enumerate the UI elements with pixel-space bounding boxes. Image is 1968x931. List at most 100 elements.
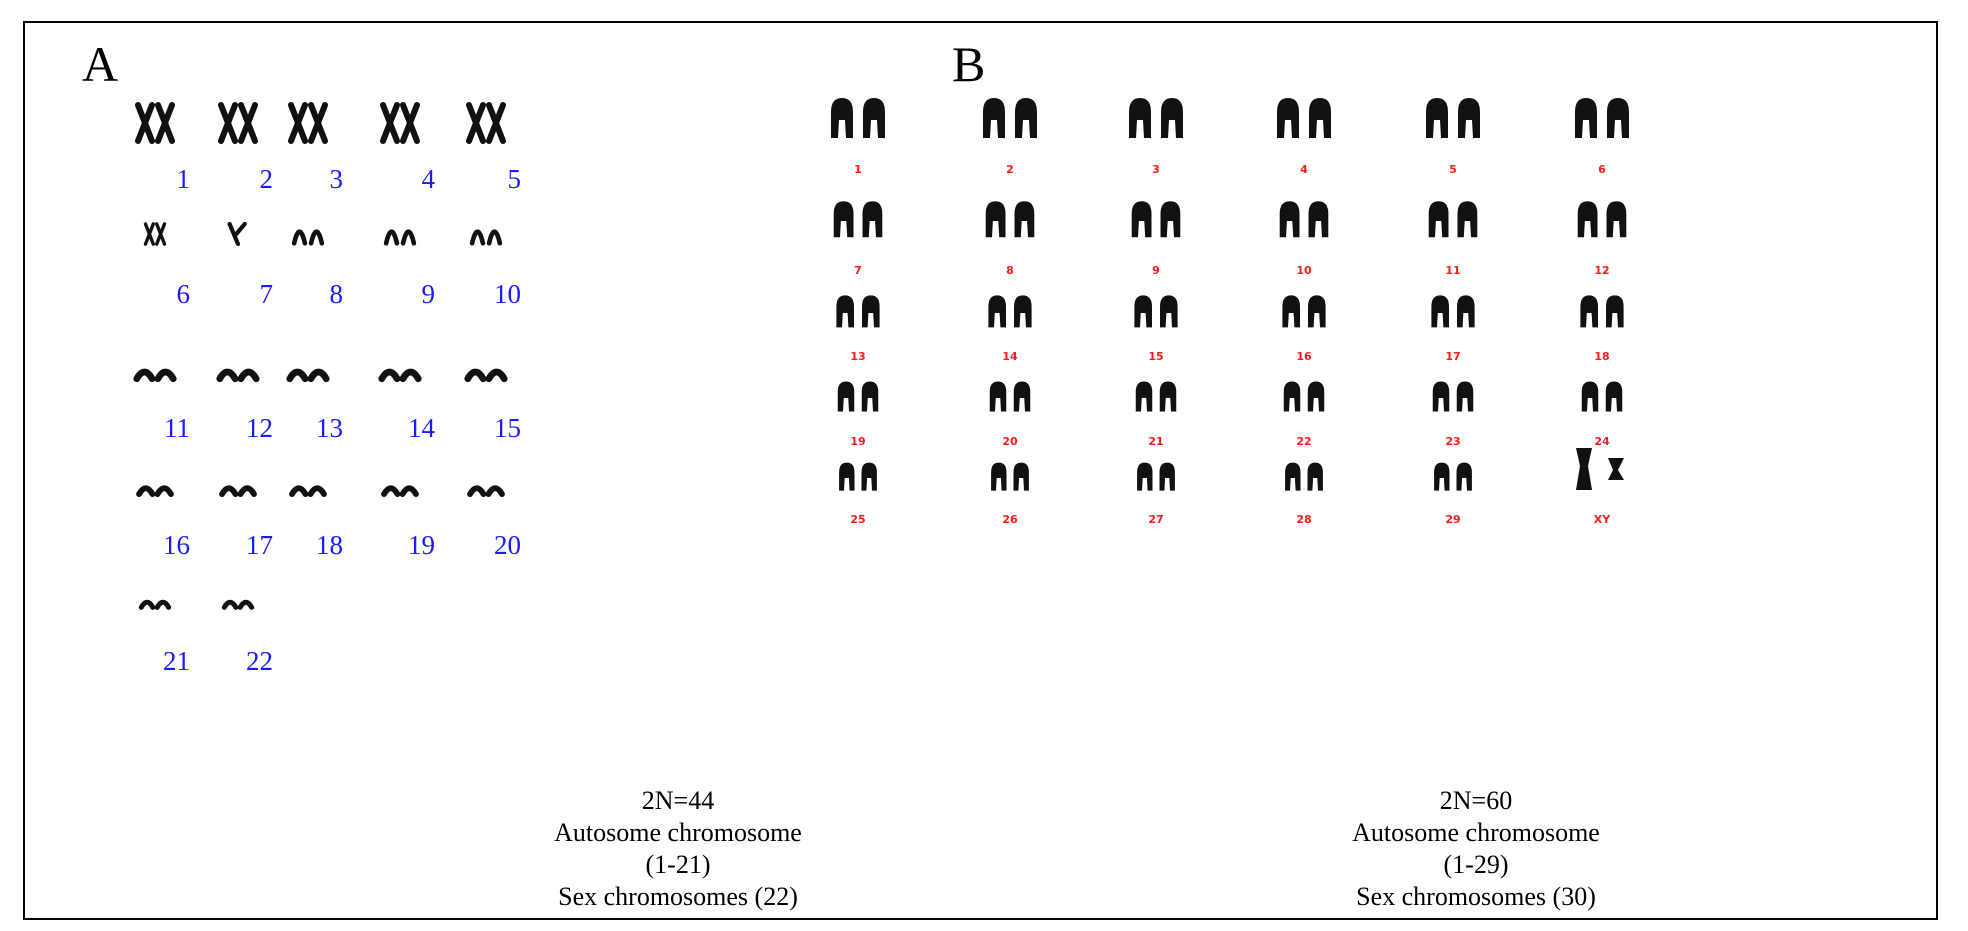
pair-label-b: 22: [1296, 435, 1312, 448]
chromosome-pair-b-6: [1575, 98, 1629, 138]
pair-label-b: 26: [1002, 513, 1018, 526]
chromosome-pair-a-16: [136, 485, 174, 497]
pair-label-b: 7: [854, 264, 862, 277]
pair-label-b: 23: [1445, 435, 1461, 448]
pair-label-a: 6: [176, 279, 191, 309]
chromosome-pair-b-29: [1434, 462, 1472, 491]
chromosome-pair-b-7: [833, 201, 883, 238]
pair-label-b: 18: [1594, 350, 1610, 363]
chromosome-pair-b-2: [983, 98, 1037, 138]
chromosome-pair-b-22: [1283, 381, 1325, 412]
pair-label-a: 7: [259, 279, 274, 309]
chromosome-pair-b-11: [1428, 201, 1478, 238]
pair-label-b: 11: [1445, 264, 1461, 277]
chromosome-pair-b-5: [1426, 98, 1480, 138]
pair-label-b: 21: [1148, 435, 1164, 448]
chromosome-pair-a-17: [219, 485, 257, 497]
pair-label-a: 12: [246, 413, 273, 443]
chromosome-pair-b-19: [837, 381, 879, 412]
panel-b-summary-line3: (1-29): [1443, 850, 1509, 879]
chromosome-pair-b-28: [1285, 462, 1323, 491]
pair-label-b: 10: [1296, 264, 1312, 277]
chromosome-pair-b-21: [1135, 381, 1177, 412]
pair-label-a: 19: [408, 530, 435, 560]
pair-label-a: 17: [246, 530, 273, 560]
chromosome-pair-a-10: [469, 229, 503, 246]
chromosome-pair-a-7: [227, 221, 247, 247]
pair-label-a: 13: [316, 413, 343, 443]
pair-label-a: 14: [408, 413, 435, 443]
chromosome-pair-b-XY: [1576, 448, 1624, 490]
panel-b-letter: B: [952, 36, 986, 92]
pair-label-b: 3: [1152, 163, 1160, 176]
chromosome-pair-a-14: [378, 368, 422, 383]
chromosome-pair-b-26: [991, 462, 1029, 491]
pair-label-b: 20: [1002, 435, 1018, 448]
pair-label-a: 4: [421, 164, 436, 194]
chromosome-pair-a-11: [133, 368, 177, 383]
pair-label-a: 15: [494, 413, 521, 443]
pair-label-a: 10: [494, 279, 521, 309]
chromosome-pair-b-14: [988, 295, 1032, 328]
panel-a-summary: 2N=44 Autosome chromosome (1-21) Sex chr…: [498, 785, 858, 913]
chromosome-pair-a-5: [466, 102, 506, 144]
chromosome-pair-a-4: [380, 102, 420, 144]
pair-label-b: 4: [1300, 163, 1308, 176]
chromosome-pair-a-2: [218, 102, 258, 144]
panel-b-summary-line1: 2N=60: [1439, 786, 1513, 815]
chromosome-pair-a-18: [289, 485, 327, 497]
chromosome-pair-a-3: [288, 102, 328, 144]
chromosome-pair-a-20: [467, 485, 505, 497]
chromosome-pair-a-12: [216, 368, 260, 383]
panel-a-summary-line1: 2N=44: [641, 786, 715, 815]
pair-label-a: 3: [329, 164, 344, 194]
pair-label-b: 25: [850, 513, 866, 526]
pair-label-a: 22: [246, 646, 273, 676]
chromosome-pair-b-17: [1431, 295, 1475, 328]
pair-label-a: 5: [507, 164, 522, 194]
pair-label-b: 9: [1152, 264, 1160, 277]
pair-label-b: 16: [1296, 350, 1312, 363]
pair-label-b: 27: [1148, 513, 1164, 526]
pair-label-a: 1: [176, 164, 191, 194]
chromosome-pair-b-18: [1580, 295, 1624, 328]
chromosome-pair-a-15: [464, 368, 508, 383]
pair-label-b: 17: [1445, 350, 1461, 363]
pair-label-b: 8: [1006, 264, 1014, 277]
panel-b-summary-line2: Autosome chromosome: [1352, 818, 1600, 847]
pair-label-b: 14: [1002, 350, 1018, 363]
chromosome-pair-b-1: [831, 98, 885, 138]
chromosome-pair-b-24: [1581, 381, 1623, 412]
chromosome-pair-a-13: [286, 368, 330, 383]
chromosome-pair-a-9: [383, 229, 417, 246]
pair-label-a: 2: [259, 164, 274, 194]
pair-label-b: 12: [1594, 264, 1610, 277]
panel-a-summary-line2: Autosome chromosome: [554, 818, 802, 847]
chromosome-pair-b-12: [1577, 201, 1627, 238]
chromosome-pair-a-19: [381, 485, 419, 497]
pair-label-a: 20: [494, 530, 521, 560]
chromosome-pair-b-3: [1129, 98, 1183, 138]
pair-label-a: 21: [163, 646, 190, 676]
chromosome-pair-a-6: [143, 222, 167, 246]
pair-label-b: 24: [1594, 435, 1610, 448]
chromosome-pair-b-4: [1277, 98, 1331, 138]
chromosome-pair-a-1: [135, 102, 175, 144]
chromosome-pair-b-27: [1137, 462, 1175, 491]
pair-label-b: 29: [1445, 513, 1461, 526]
pair-label-a: 18: [316, 530, 343, 560]
chromosome-pair-b-20: [989, 381, 1031, 412]
pair-label-b: 6: [1598, 163, 1606, 176]
pair-label-b: 15: [1148, 350, 1164, 363]
chromosome-pair-b-8: [985, 201, 1035, 238]
chromosome-drawing: [133, 98, 1629, 610]
pair-label-b: 1: [854, 163, 862, 176]
chromosome-pair-b-10: [1279, 201, 1329, 238]
pair-label-a: 11: [164, 413, 190, 443]
panel-b-summary: 2N=60 Autosome chromosome (1-29) Sex chr…: [1296, 785, 1656, 913]
panel-a-summary-line4: Sex chromosomes (22): [558, 882, 798, 911]
panel-b-summary-line4: Sex chromosomes (30): [1356, 882, 1596, 911]
chromosome-pair-a-8: [291, 229, 325, 246]
chromosome-pair-b-25: [839, 462, 877, 491]
